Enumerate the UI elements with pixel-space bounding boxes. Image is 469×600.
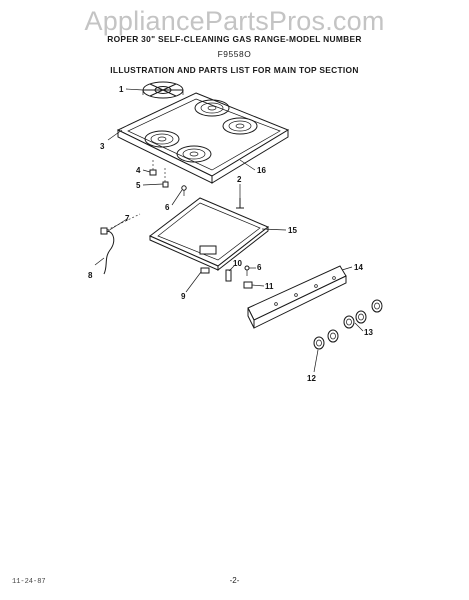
bracket-part: [236, 198, 244, 209]
callout-1: 1: [119, 85, 124, 94]
callout-5: 5: [136, 181, 141, 190]
callout-15: 15: [288, 226, 297, 235]
callout-16: 16: [257, 166, 266, 175]
header-section-title: ILLUSTRATION AND PARTS LIST FOR MAIN TOP…: [110, 65, 359, 75]
callout-10: 10: [233, 259, 242, 268]
hardware-parts: [200, 265, 253, 289]
callout-labels: 1 3 4 5 6 7 8 9 10 6 11 12 13 14 15 16 2: [88, 85, 373, 383]
footer-page-number: -2-: [229, 576, 240, 585]
callout-11: 11: [265, 282, 274, 291]
watermark: AppliancePartsPros.com: [84, 6, 385, 36]
callout-6-upper: 6: [165, 203, 170, 212]
burner-grate-part: [142, 81, 184, 99]
callout-7: 7: [125, 214, 130, 223]
clip-parts: [149, 158, 169, 188]
callout-3: 3: [100, 142, 105, 151]
cooktop-main-top-part: [116, 92, 290, 184]
callout-2: 2: [237, 175, 242, 184]
leader-lines: [94, 88, 364, 373]
callout-14: 14: [354, 263, 363, 272]
igniter-wire-part: [100, 213, 141, 275]
callout-8: 8: [88, 271, 93, 280]
callout-9: 9: [181, 292, 186, 301]
callout-6-lower: 6: [257, 263, 262, 272]
control-panel-part: [247, 265, 347, 329]
screw-part: [181, 185, 187, 196]
header-model-number: F9558O: [217, 49, 252, 59]
callout-13: 13: [364, 328, 373, 337]
footer-date: 11-24-87: [12, 578, 46, 586]
callout-12: 12: [307, 374, 316, 383]
control-knob-parts: [313, 299, 383, 350]
header-model-title: ROPER 30" SELF-CLEANING GAS RANGE-MODEL …: [107, 34, 362, 44]
burner-box-pan-part: [149, 197, 269, 272]
callout-4: 4: [136, 166, 141, 175]
